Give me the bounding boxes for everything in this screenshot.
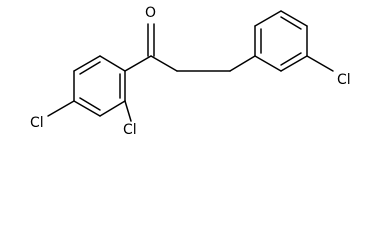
bond-c3prime-cl (306, 55, 334, 72)
bond-ring2-d (280, 10, 308, 27)
chlorine-4-label: Cl (30, 115, 44, 131)
bond-ring1-a (99, 55, 126, 72)
chlorophenyl-ring (254, 10, 308, 72)
bond-c2-cl (124, 100, 132, 122)
dichlorophenyl-ring (73, 55, 126, 117)
bond-ring1-d (73, 100, 101, 117)
bond-ring1-e (99, 100, 126, 117)
bond-ring1-inner-2 (79, 61, 101, 75)
bond-ring2-inner-2 (280, 52, 302, 66)
bond-chain-1 (150, 55, 178, 72)
bond-ring2-b (280, 55, 308, 72)
bond-ring2-inner-3 (280, 16, 302, 30)
oxygen-label: O (145, 5, 156, 21)
chlorine-2-label: Cl (123, 122, 137, 138)
bond-ring1-b (73, 55, 101, 72)
bond-ring2-e (254, 10, 282, 27)
bond-c4-cl (47, 100, 75, 117)
bond-chain-3 (229, 55, 256, 72)
chemical-structure: O Cl Cl Cl (30, 5, 351, 138)
chlorine-3prime-label: Cl (337, 72, 351, 88)
bond-ring-carbonyl (124, 55, 152, 72)
bond-ring2-a (254, 55, 282, 72)
bond-ring1-inner-3 (79, 97, 101, 111)
